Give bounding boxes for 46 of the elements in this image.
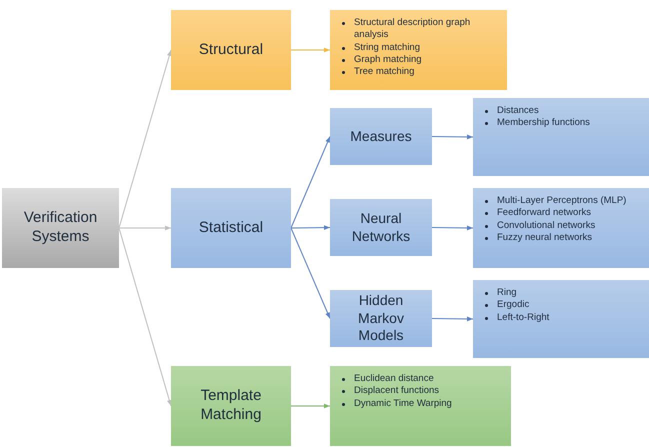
process-box xyxy=(330,290,432,347)
arrow xyxy=(118,50,172,228)
list-item: Displacent functions xyxy=(354,385,440,398)
list-item: Structural description graph analysis xyxy=(354,17,472,42)
process-box xyxy=(171,366,291,446)
list-item: String matching xyxy=(354,42,420,54)
arrow xyxy=(432,134,474,140)
list-item: Membership functions xyxy=(497,117,590,130)
list-item: Tree matching xyxy=(354,66,414,79)
arrow xyxy=(432,316,474,322)
arrow xyxy=(290,228,330,319)
arrow xyxy=(118,226,172,230)
arrow xyxy=(290,48,330,52)
box-label: Measures xyxy=(350,128,412,146)
arrow xyxy=(432,226,474,230)
process-box xyxy=(171,10,291,90)
list-item: Fuzzy neural networks xyxy=(497,232,592,244)
list-box xyxy=(473,188,649,268)
list-item: Dynamic Time Warping xyxy=(354,398,452,410)
process-box xyxy=(171,188,291,268)
box-label: Template Matching xyxy=(200,387,262,425)
list-item: Multi-Layer Perceptrons (MLP) xyxy=(497,195,626,208)
box-label: Verification Systems xyxy=(22,209,98,247)
list-item: Distances xyxy=(497,105,539,118)
process-box xyxy=(330,199,432,256)
arrow xyxy=(290,136,330,228)
list-item: Left-to-Right xyxy=(497,312,550,324)
list-item: Ergodic xyxy=(497,299,530,312)
list-box xyxy=(473,98,649,176)
process-box xyxy=(330,108,432,165)
box-label: Neural Networks xyxy=(350,210,412,245)
list-item: Feedforward networks xyxy=(497,207,591,220)
box-label: Statistical xyxy=(198,218,264,238)
box-label: Structural xyxy=(198,40,264,60)
arrow xyxy=(118,228,172,406)
list-box xyxy=(473,280,649,358)
list-item: Convolutional networks xyxy=(497,220,596,232)
arrow xyxy=(290,404,330,408)
arrow xyxy=(290,225,330,230)
list-box xyxy=(330,366,511,446)
process-box xyxy=(2,188,119,268)
list-item: Euclidean distance xyxy=(354,373,434,386)
list-item: Graph matching xyxy=(354,54,422,66)
box-label: Hidden Markov Models xyxy=(357,292,405,345)
list-item: Ring xyxy=(497,287,517,300)
list-box xyxy=(330,10,507,90)
